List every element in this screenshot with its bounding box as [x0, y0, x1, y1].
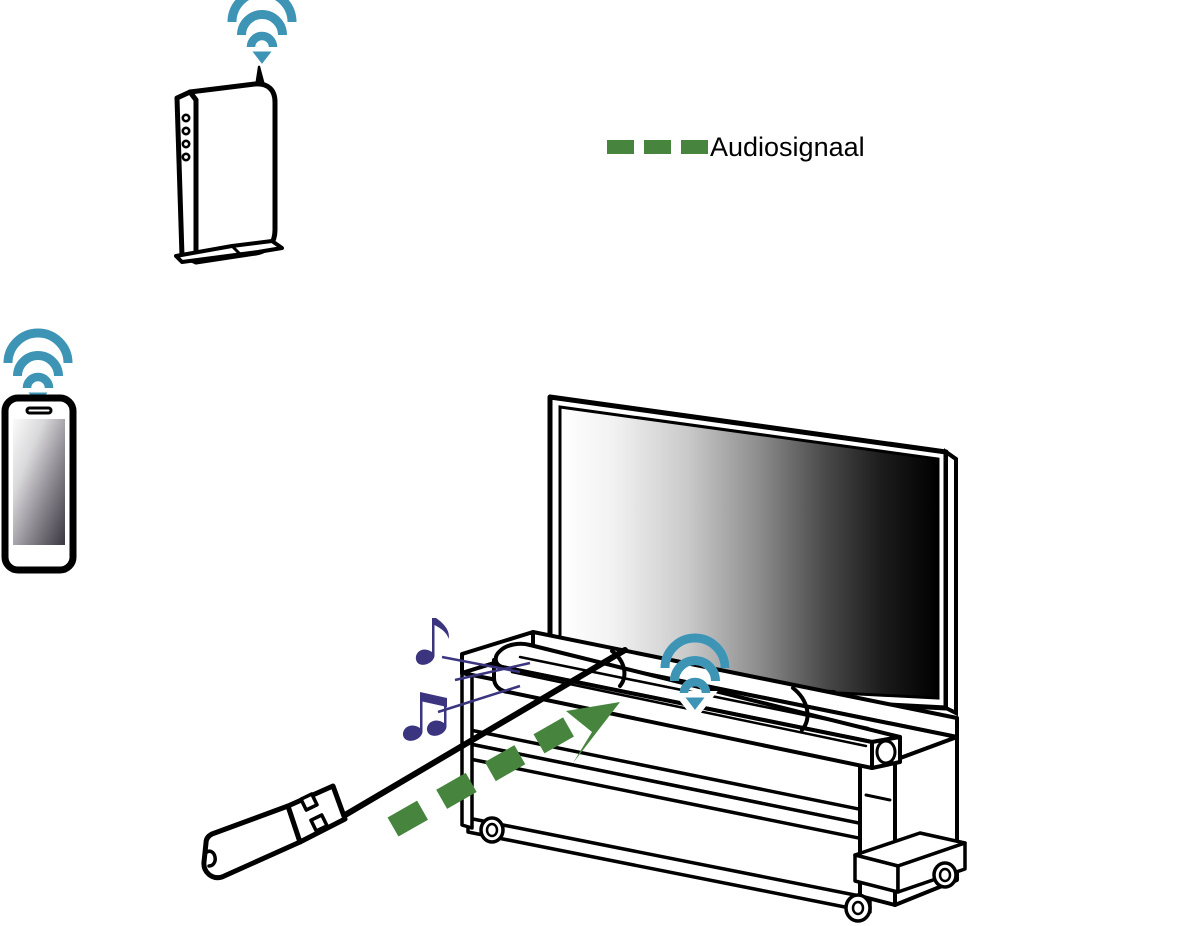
note-leader-line — [441, 655, 521, 674]
wifi-icon — [232, 0, 292, 63]
tv-stand-plinth-side — [896, 841, 967, 894]
usb-connector-hole — [299, 792, 319, 812]
router-led-2 — [181, 126, 191, 136]
tv-stand-right-detail — [864, 793, 892, 802]
usb-drive-body — [201, 803, 303, 881]
dashed-green-swatch — [644, 140, 671, 154]
caster-hub — [938, 867, 952, 883]
usb-connector-hole — [309, 813, 329, 833]
music-notes-group — [402, 618, 531, 741]
note-leader-line — [454, 661, 531, 682]
smartphone-screen — [13, 419, 65, 545]
caster-wheel — [844, 893, 872, 923]
smartphone-speaker — [25, 406, 53, 415]
tv-top-edge — [548, 395, 958, 461]
usb-cable-line — [337, 647, 628, 821]
caster-wheel — [479, 816, 505, 844]
tv-cable — [791, 686, 810, 732]
soundbar-end-detail — [875, 739, 897, 765]
caster-hub — [485, 822, 499, 838]
note-leader-line — [437, 684, 521, 714]
usb-drive-cap-detail — [205, 849, 217, 868]
caster-hub — [851, 900, 865, 916]
dashed-green-swatch — [681, 140, 708, 154]
tv-stand-left-post — [460, 671, 474, 830]
tv-screen — [558, 405, 940, 700]
tv-stand-bottom-shelf — [466, 816, 872, 914]
audio-arrow-head — [566, 702, 620, 763]
router-side-panel — [174, 89, 199, 265]
tv-side-panel — [944, 448, 958, 717]
legend-label: Audiosignaal — [710, 132, 865, 162]
audio-arrow-dashes — [387, 715, 578, 837]
usb-drive-connector — [285, 783, 348, 845]
router-body — [187, 81, 278, 265]
router-led-group — [181, 113, 191, 162]
router-led-4 — [181, 152, 191, 162]
legend: Audiosignaal — [607, 132, 865, 162]
router-base-detail — [230, 244, 260, 256]
smartphone — [1, 333, 77, 574]
caster-wheel — [932, 861, 958, 889]
dashed-green-swatch — [607, 140, 634, 154]
tv-stand-caster-group — [479, 816, 958, 923]
beamed-notes — [402, 692, 447, 741]
usb-flash-drive — [201, 783, 348, 881]
router-led-1 — [181, 113, 191, 123]
wifi-icon — [8, 333, 68, 404]
audio-signal-arrow — [387, 702, 620, 837]
wireless-router — [174, 0, 292, 265]
router-led-3 — [181, 139, 191, 149]
